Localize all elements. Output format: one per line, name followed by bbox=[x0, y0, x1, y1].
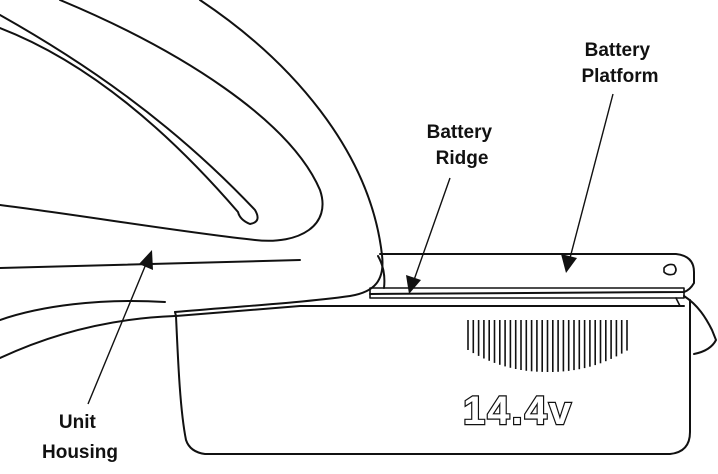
unit-housing-label: Unit Housing bbox=[42, 412, 118, 463]
battery-ridge-step bbox=[399, 297, 681, 307]
unit-housing-leader bbox=[87, 263, 147, 405]
housing-outer-curve bbox=[174, 0, 384, 313]
unit-housing-arrowhead bbox=[139, 250, 153, 270]
battery-ridge-leader bbox=[413, 177, 451, 281]
battery-body-outline bbox=[174, 299, 691, 455]
battery-vent-grille bbox=[467, 320, 628, 372]
battery-platform-leader bbox=[569, 93, 614, 259]
housing-lower-line bbox=[0, 259, 301, 269]
unit-housing-label-line-2: Housing bbox=[42, 442, 118, 463]
battery-platform-arrowhead bbox=[561, 254, 577, 273]
battery-voltage-marking: 14.4v bbox=[463, 389, 573, 433]
battery-platform-label-line-2: Platform bbox=[581, 66, 658, 87]
housing-bottom-swoosh-1 bbox=[0, 299, 166, 321]
battery-ridge-label: Battery Ridge bbox=[427, 122, 498, 169]
housing-middle-curve bbox=[0, 0, 324, 242]
battery-platform-outline bbox=[369, 253, 695, 295]
battery-platform-label: Battery Platform bbox=[581, 40, 658, 87]
battery-body-top-edge bbox=[175, 305, 685, 317]
housing-bottom-swoosh-2 bbox=[0, 315, 176, 359]
battery-ridge-band bbox=[369, 287, 685, 299]
battery-body bbox=[174, 295, 717, 455]
callout-unit-housing: Unit Housing bbox=[42, 250, 153, 463]
battery-ridge-arrowhead bbox=[406, 275, 421, 294]
battery-ridge-label-line-1: Battery bbox=[427, 122, 493, 143]
battery-platform-shape bbox=[369, 253, 695, 295]
battery-ridge-label-line-2: Ridge bbox=[436, 148, 489, 169]
callout-battery-platform: Battery Platform bbox=[561, 40, 659, 273]
unit-housing-body bbox=[0, 0, 384, 359]
battery-ridge-shape bbox=[369, 287, 685, 307]
battery-platform-latch-icon bbox=[663, 263, 677, 276]
unit-housing-label-line-1: Unit bbox=[59, 412, 97, 433]
battery-platform-label-line-1: Battery bbox=[585, 40, 651, 61]
battery-platform-rim bbox=[377, 255, 386, 289]
battery-release-clip bbox=[683, 295, 717, 355]
housing-inner-curve bbox=[0, 14, 259, 225]
callout-battery-ridge: Battery Ridge bbox=[406, 122, 498, 294]
